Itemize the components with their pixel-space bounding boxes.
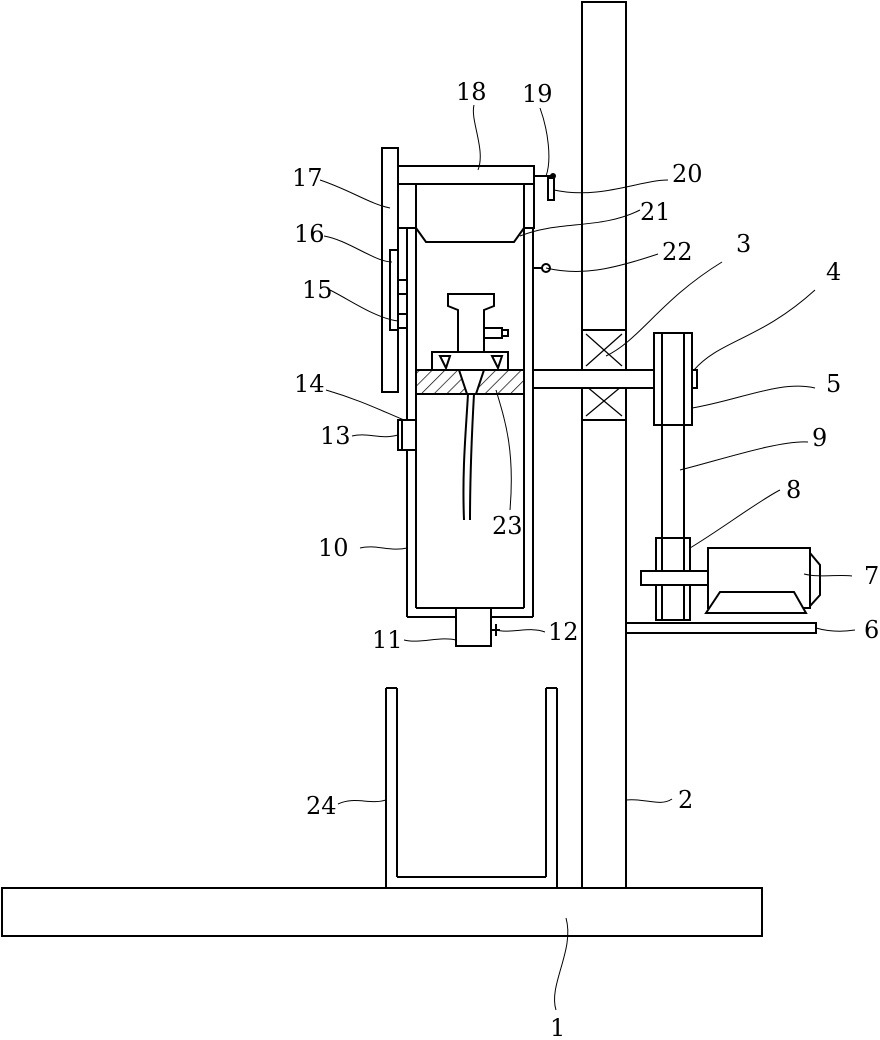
label-10: 10 (318, 534, 349, 562)
collecting-container (386, 688, 557, 888)
wire (463, 394, 474, 520)
clamp-brackets (390, 250, 407, 330)
side-fixture (398, 420, 416, 450)
label-13: 13 (320, 422, 351, 450)
base-plate (2, 888, 762, 936)
latch-handle (534, 173, 556, 200)
label-22: 22 (662, 238, 693, 266)
label-16: 16 (294, 220, 325, 248)
label-7: 7 (864, 562, 879, 590)
outlet (456, 608, 500, 646)
motor-mounting-plate (626, 623, 816, 633)
label-9: 9 (812, 424, 827, 452)
label-5: 5 (826, 370, 841, 398)
clamp-plate (416, 352, 524, 394)
label-1: 1 (550, 1014, 565, 1040)
top-frame (398, 166, 534, 228)
main-housing (407, 228, 533, 617)
large-pulley (654, 333, 692, 425)
label-21: 21 (640, 198, 671, 226)
vertical-column (582, 2, 626, 888)
hopper (416, 228, 524, 242)
label-11: 11 (372, 626, 403, 654)
label-19: 19 (522, 80, 553, 108)
label-23: 23 (492, 512, 523, 540)
motor-shaft (641, 571, 711, 585)
label-14: 14 (294, 370, 325, 398)
label-4: 4 (826, 258, 841, 286)
label-17: 17 (292, 164, 323, 192)
label-24: 24 (306, 792, 337, 820)
label-3: 3 (736, 230, 751, 258)
drive-belt (662, 425, 684, 540)
label-20: 20 (672, 160, 703, 188)
inner-tool (448, 294, 508, 352)
label-18: 18 (456, 78, 487, 106)
label-2: 2 (678, 786, 693, 814)
label-15: 15 (302, 276, 333, 304)
label-6: 6 (864, 616, 879, 644)
label-8: 8 (786, 476, 801, 504)
label-12: 12 (548, 618, 579, 646)
motor (706, 548, 820, 613)
